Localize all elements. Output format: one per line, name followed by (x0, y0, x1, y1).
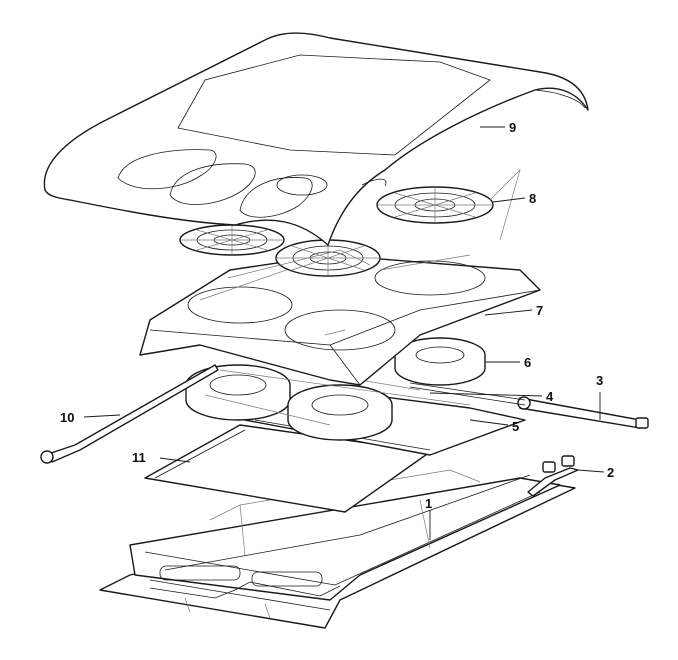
callouts: 9 8 7 6 4 5 3 2 1 10 11 (60, 120, 614, 511)
callout-1: 1 (425, 496, 432, 511)
rod-with-fitting (40, 364, 219, 464)
callout-7: 7 (536, 303, 543, 318)
callout-2: 2 (607, 465, 614, 480)
callout-4: 4 (546, 389, 554, 404)
callout-5: 5 (512, 419, 519, 434)
callout-6: 6 (524, 355, 531, 370)
tube (517, 396, 649, 429)
callout-9: 9 (509, 120, 516, 135)
top-cover (43, 32, 589, 246)
callout-8: 8 (529, 191, 536, 206)
callout-3: 3 (596, 373, 603, 388)
callout-10: 10 (60, 410, 74, 425)
fan-grilles (179, 168, 521, 279)
leader-lines (83, 126, 605, 540)
connector (527, 455, 579, 497)
callout-11: 11 (132, 450, 146, 465)
fan-units (185, 337, 486, 441)
base-frame (99, 469, 576, 629)
rod (409, 382, 526, 406)
